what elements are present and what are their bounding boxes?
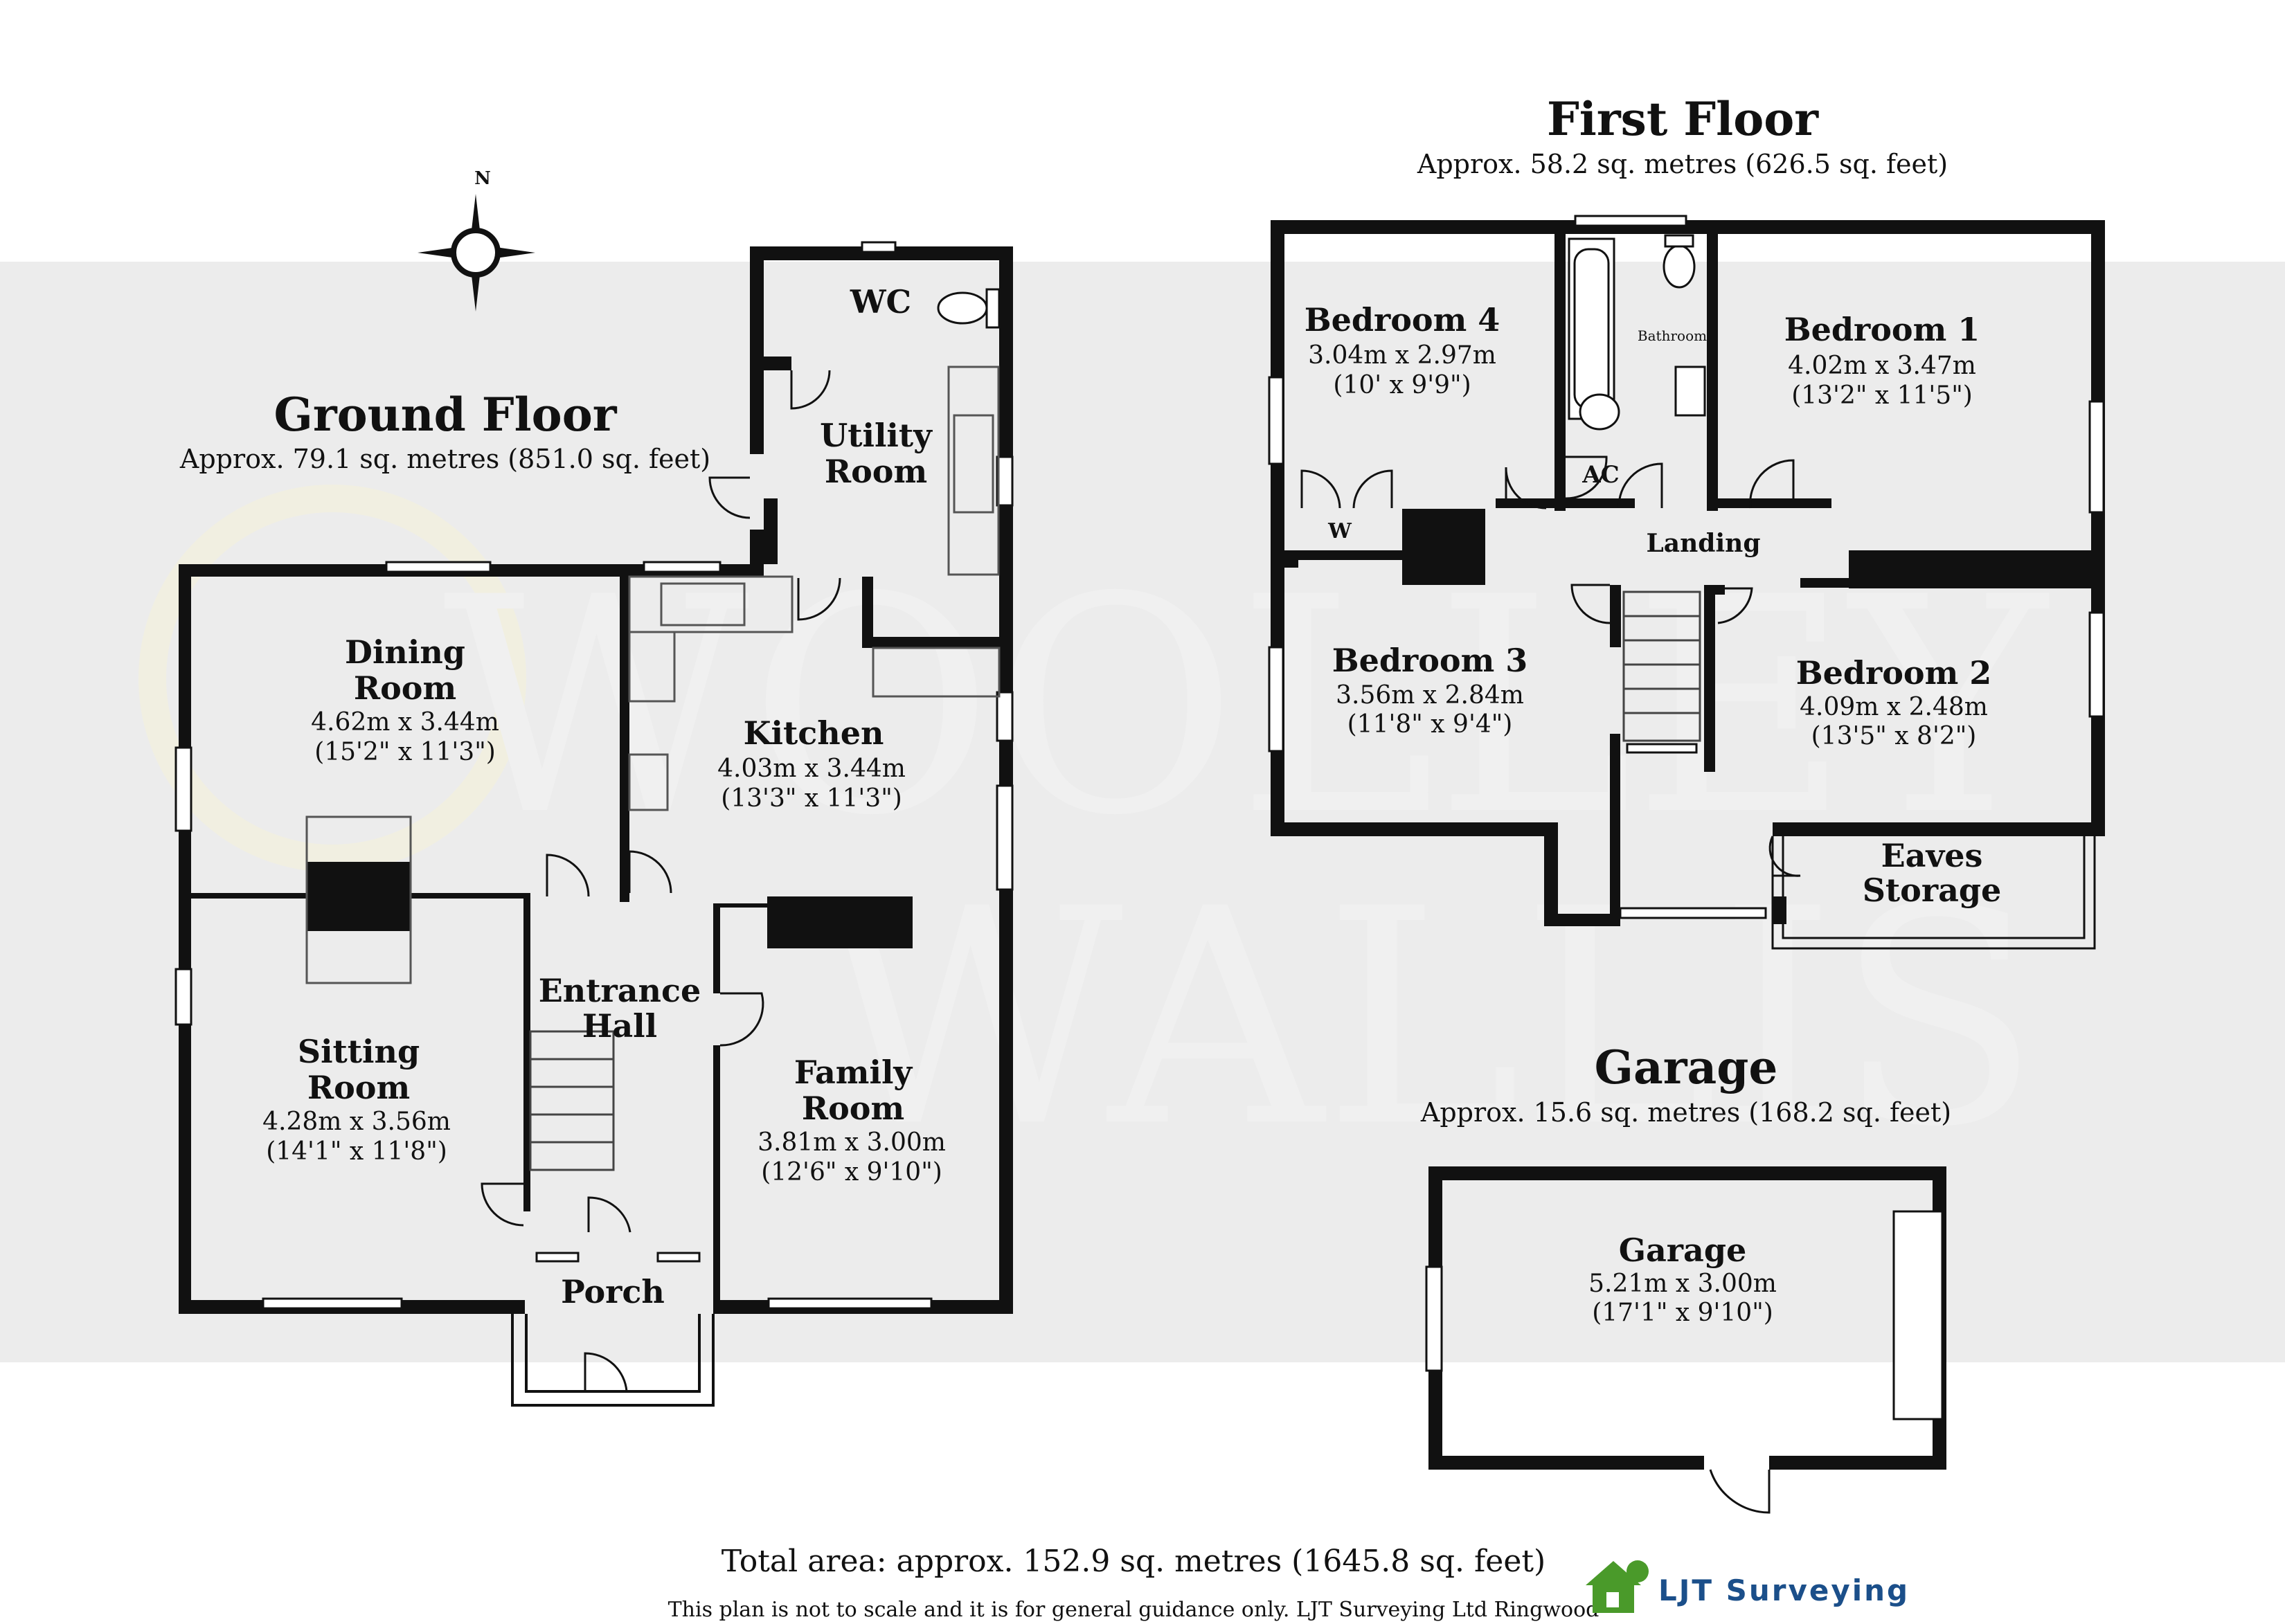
garage-title: Garage [1595, 1040, 1778, 1094]
room-entrance-name2: Hall [582, 1007, 657, 1045]
eaves-outline [1768, 836, 2096, 950]
room-sitting-name2: Room [307, 1069, 410, 1106]
room-sitting-name1: Sitting [298, 1033, 420, 1070]
total-area: Total area: approx. 152.9 sq. metres (16… [722, 1544, 1545, 1579]
room-entrance-name1: Entrance [539, 972, 701, 1009]
room-porch-name: Porch [561, 1273, 665, 1310]
room-garage-name: Garage [1619, 1231, 1747, 1269]
porch-bay [511, 1314, 715, 1407]
room-sitting-metric: 4.28m x 3.56m [262, 1108, 451, 1136]
room-kitchen-imperial: (13'3" x 11'3") [721, 784, 902, 813]
toilet-icon [937, 288, 1001, 329]
ground-floor-area: Approx. 79.1 sq. metres (851.0 sq. feet) [179, 444, 710, 474]
bathroom-fittings [1568, 234, 1706, 431]
kitchen-fittings [305, 366, 1001, 984]
house-icon [1586, 1560, 1649, 1613]
room-bed4-metric: 3.04m x 2.97m [1308, 341, 1496, 370]
room-ac-name: AC [1581, 461, 1619, 489]
ground-doors [481, 370, 841, 1233]
ground-stairs [529, 1030, 615, 1171]
room-w-name: W [1327, 519, 1352, 543]
ljt-surveying-logo: LJT Surveying [1586, 1560, 1910, 1613]
room-bed4-imperial: (10' x 9'9") [1333, 371, 1471, 399]
logo-text: LJT Surveying [1658, 1573, 1910, 1607]
room-sitting-imperial: (14'1" x 11'8") [266, 1137, 447, 1166]
room-bathroom-name: Bathroom [1638, 327, 1707, 344]
room-bed3-name: Bedroom 3 [1332, 642, 1528, 679]
room-bed4-name: Bedroom 4 [1305, 301, 1500, 339]
room-dining-imperial: (15'2" x 11'3") [314, 738, 496, 766]
garage-area: Approx. 15.6 sq. metres (168.2 sq. feet) [1420, 1097, 1951, 1128]
room-garage-metric: 5.21m x 3.00m [1588, 1270, 1777, 1298]
room-wc-name: WC [850, 283, 911, 321]
compass-north-label: N [474, 168, 491, 189]
labels: First Floor Approx. 58.2 sq. metres (626… [179, 92, 2001, 1622]
first-floor-title: First Floor [1547, 92, 1819, 146]
first-doors [1300, 455, 1795, 624]
room-family-metric: 3.81m x 3.00m [758, 1128, 946, 1157]
room-bed1-name: Bedroom 1 [1784, 311, 1980, 348]
watermark: WOOLLEY WALLIS [138, 485, 2050, 1192]
room-utility-name1: Utility [820, 417, 933, 454]
room-landing-name: Landing [1646, 529, 1760, 558]
ground-floor-title: Ground Floor [274, 388, 618, 442]
room-dining-metric: 4.62m x 3.44m [311, 708, 499, 737]
room-eaves-name2: Storage [1863, 872, 2002, 909]
compass-icon: N [418, 168, 535, 312]
room-dining-name1: Dining [345, 633, 465, 671]
room-dining-name2: Room [354, 669, 456, 707]
room-bed2-imperial: (13'5" x 8'2") [1811, 722, 1977, 750]
room-bed3-metric: 3.56m x 2.84m [1336, 681, 1524, 710]
room-bed1-metric: 4.02m x 3.47m [1788, 352, 1976, 380]
first-stairs [1622, 590, 1701, 742]
room-bed3-imperial: (11'8" x 9'4") [1347, 710, 1513, 739]
room-eaves-name1: Eaves [1881, 837, 1983, 874]
room-bed2-name: Bedroom 2 [1796, 654, 1992, 692]
room-utility-name2: Room [825, 453, 927, 490]
first-floor-area: Approx. 58.2 sq. metres (626.5 sq. feet) [1417, 149, 1948, 179]
room-bed1-imperial: (13'2" x 11'5") [1791, 381, 1973, 410]
first-floor-walls [1271, 220, 2105, 926]
disclaimer: This plan is not to scale and it is for … [668, 1598, 1600, 1622]
watermark-line2: WALLIS [817, 846, 2041, 1192]
garage-fittings [1425, 1210, 1944, 1514]
room-bed2-metric: 4.09m x 2.48m [1800, 693, 1988, 721]
room-kitchen-metric: 4.03m x 3.44m [717, 755, 906, 783]
room-family-name2: Room [802, 1090, 904, 1127]
ground-floor-windows [174, 241, 1014, 1310]
first-floor-windows [1268, 215, 2105, 919]
room-garage-imperial: (17'1" x 9'10") [1592, 1299, 1773, 1327]
room-family-name1: Family [794, 1054, 913, 1091]
room-family-imperial: (12'6" x 9'10") [761, 1158, 942, 1187]
room-kitchen-name: Kitchen [744, 714, 884, 752]
